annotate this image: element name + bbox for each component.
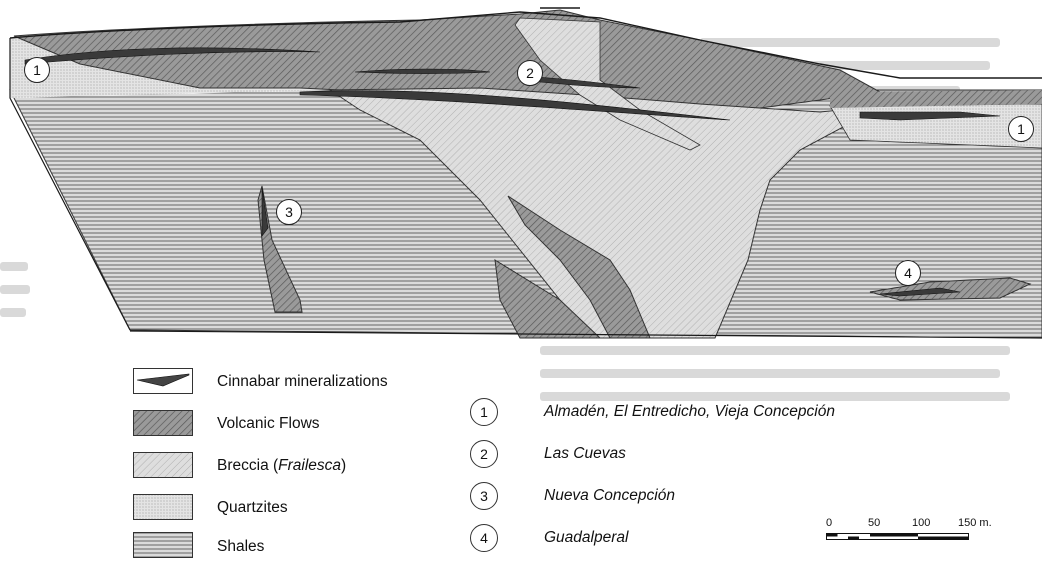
map-label-1-left: 1 xyxy=(24,57,50,83)
swatch-volcanic xyxy=(133,410,193,436)
map-label-2: 2 xyxy=(517,60,543,86)
scale-bar-graphic xyxy=(826,533,976,543)
locality-name-1: Almadén, El Entredicho, Vieja Concepción xyxy=(544,403,835,421)
swatch-breccia xyxy=(133,452,193,478)
legend-label-cinnabar: Cinnabar mineralizations xyxy=(217,373,388,391)
legend-label-quartzites: Quartzites xyxy=(217,499,288,517)
swatch-shales xyxy=(133,532,193,558)
legend-label-breccia: Breccia (Frailesca) xyxy=(217,457,346,475)
locality-number-2: 2 xyxy=(470,440,498,468)
swatch-quartzites xyxy=(133,494,193,520)
locality-name-4: Guadalperal xyxy=(544,529,628,547)
map-label-4: 4 xyxy=(895,260,921,286)
map-label-1-right: 1 xyxy=(1008,116,1034,142)
scale-tick-100: 100 xyxy=(912,517,930,529)
legend-label-shales: Shales xyxy=(217,538,264,556)
locality-number-4: 4 xyxy=(470,524,498,552)
locality-number-1: 1 xyxy=(470,398,498,426)
swatch-cinnabar xyxy=(133,368,193,394)
scale-tick-150: 150 m. xyxy=(958,517,992,529)
locality-name-2: Las Cuevas xyxy=(544,445,626,463)
locality-number-3: 3 xyxy=(470,482,498,510)
legend-label-volcanic: Volcanic Flows xyxy=(217,415,320,433)
scale-tick-50: 50 xyxy=(868,517,880,529)
map-label-3: 3 xyxy=(276,199,302,225)
scale-tick-0: 0 xyxy=(826,517,832,529)
locality-name-3: Nueva Concepción xyxy=(544,487,675,505)
